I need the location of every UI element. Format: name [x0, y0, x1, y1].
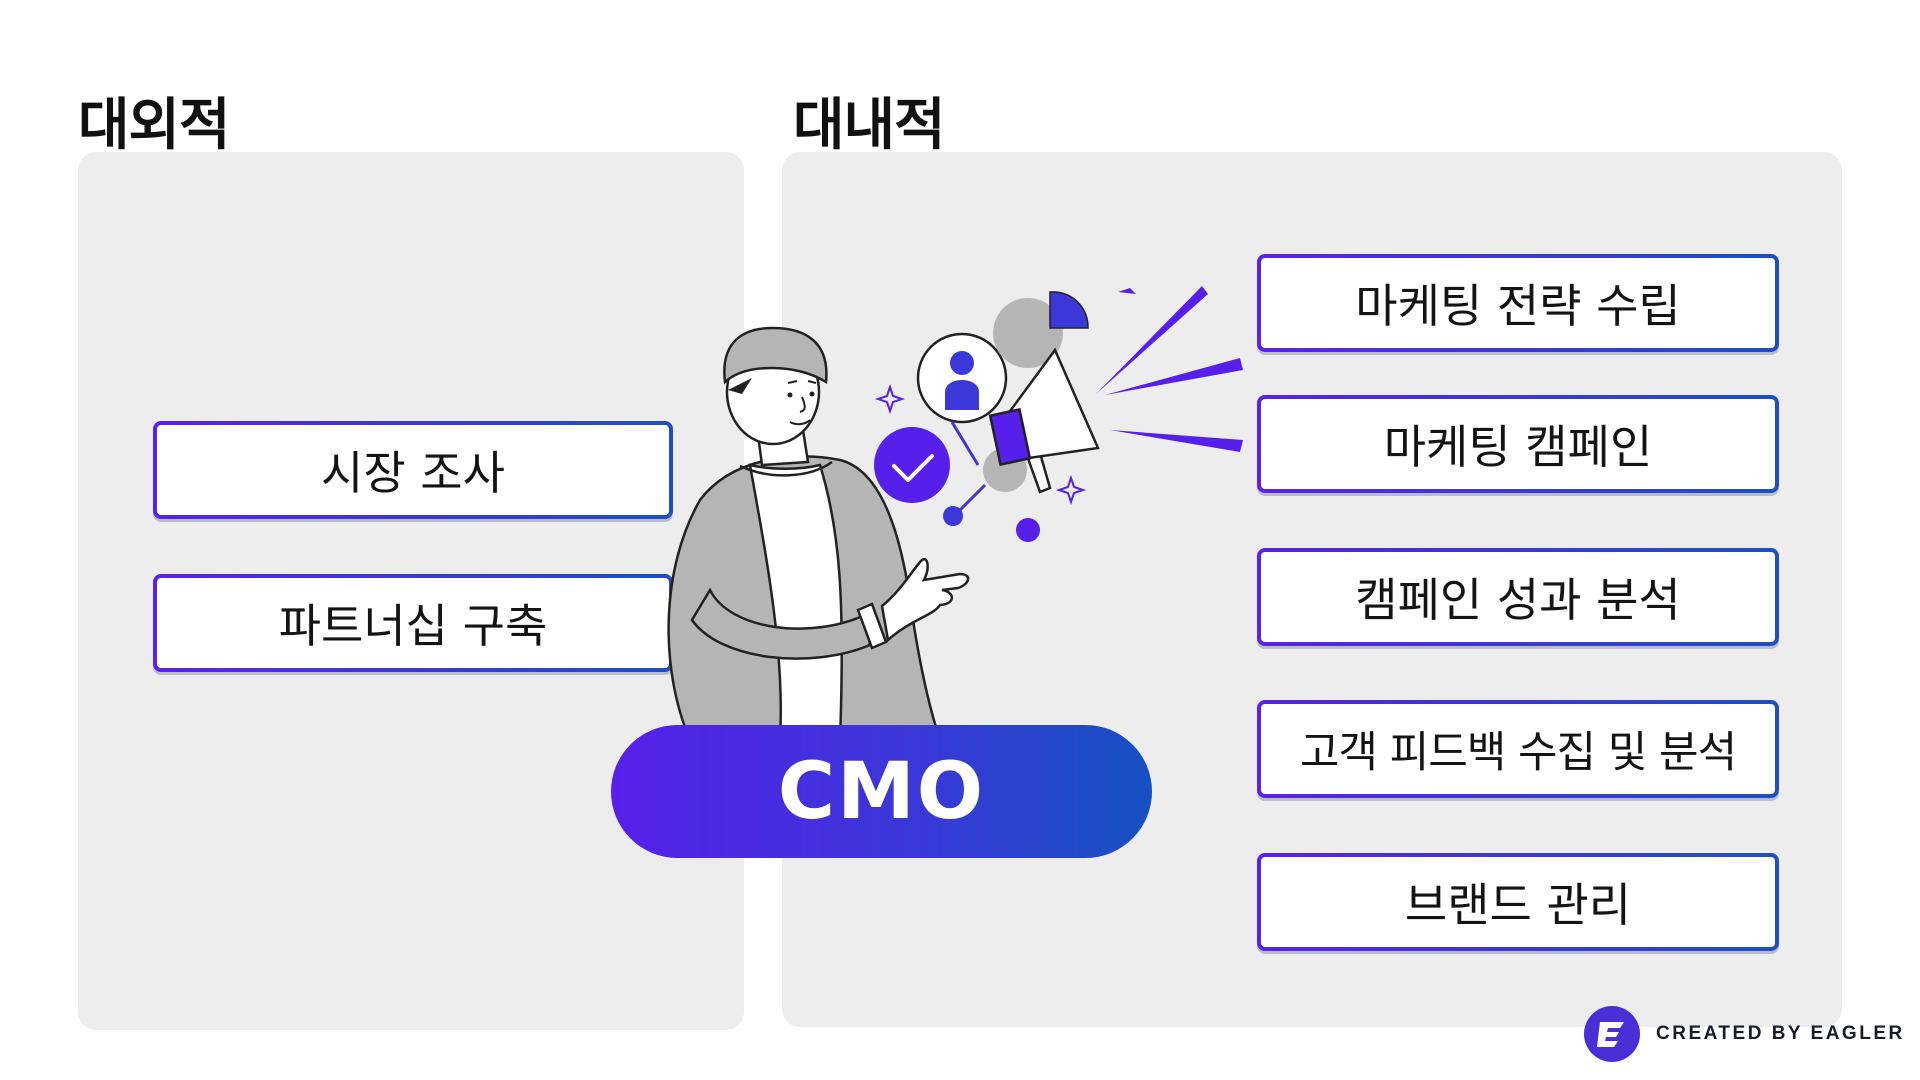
creator-brand: CREATED BY EAGLER — [1584, 1006, 1905, 1062]
internal-task-marketing-campaign: 마케팅 캠페인 — [1257, 395, 1779, 493]
internal-task-marketing-strategy: 마케팅 전략 수립 — [1257, 254, 1779, 352]
creator-credit-text: CREATED BY EAGLER — [1656, 1023, 1905, 1044]
internal-task-customer-feedback: 고객 피드백 수집 및 분석 — [1257, 700, 1779, 798]
external-task-market-research: 시장 조사 — [153, 421, 673, 519]
person-icon — [916, 332, 1008, 424]
internal-task-campaign-analysis: 캠페인 성과 분석 — [1257, 548, 1779, 646]
pie-chart-icon — [993, 291, 1089, 368]
eagler-logo-icon — [1584, 1006, 1640, 1062]
internal-task-brand-management: 브랜드 관리 — [1257, 853, 1779, 951]
internal-section-title: 대내적 — [793, 93, 946, 158]
cmo-megaphone-illustration — [667, 286, 1243, 740]
sparkle-icon — [874, 383, 1087, 506]
external-section-title: 대외적 — [78, 93, 231, 158]
checkmark-icon — [874, 427, 950, 503]
cmo-role-badge: CMO — [611, 725, 1152, 858]
megaphone-icon — [988, 347, 1100, 494]
external-task-partnership: 파트너십 구축 — [153, 574, 673, 672]
